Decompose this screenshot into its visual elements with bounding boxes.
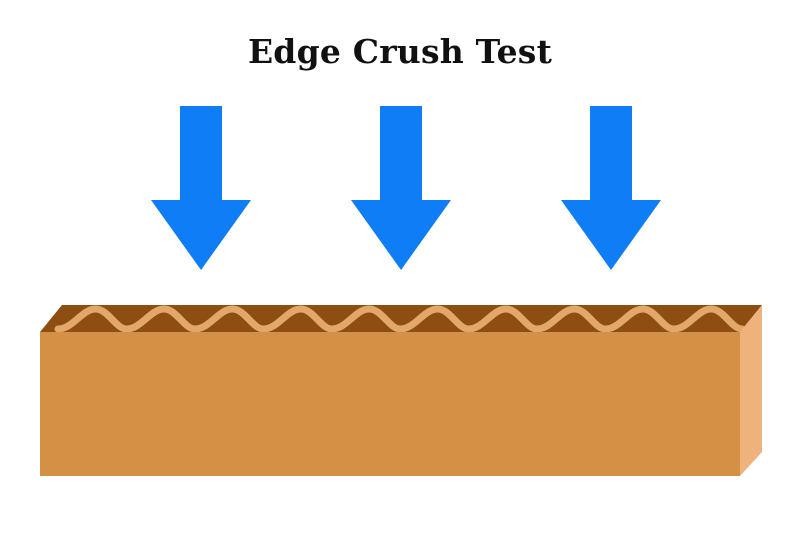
down-arrow-icon bbox=[351, 106, 451, 270]
force-arrows bbox=[151, 106, 661, 270]
down-arrow-icon bbox=[561, 106, 661, 270]
board-side-face bbox=[740, 305, 762, 476]
down-arrow-icon bbox=[151, 106, 251, 270]
corrugated-flutes bbox=[54, 305, 746, 333]
corrugated-board bbox=[40, 305, 762, 476]
diagram-title: Edge Crush Test bbox=[247, 32, 553, 71]
board-front-face bbox=[40, 332, 740, 476]
